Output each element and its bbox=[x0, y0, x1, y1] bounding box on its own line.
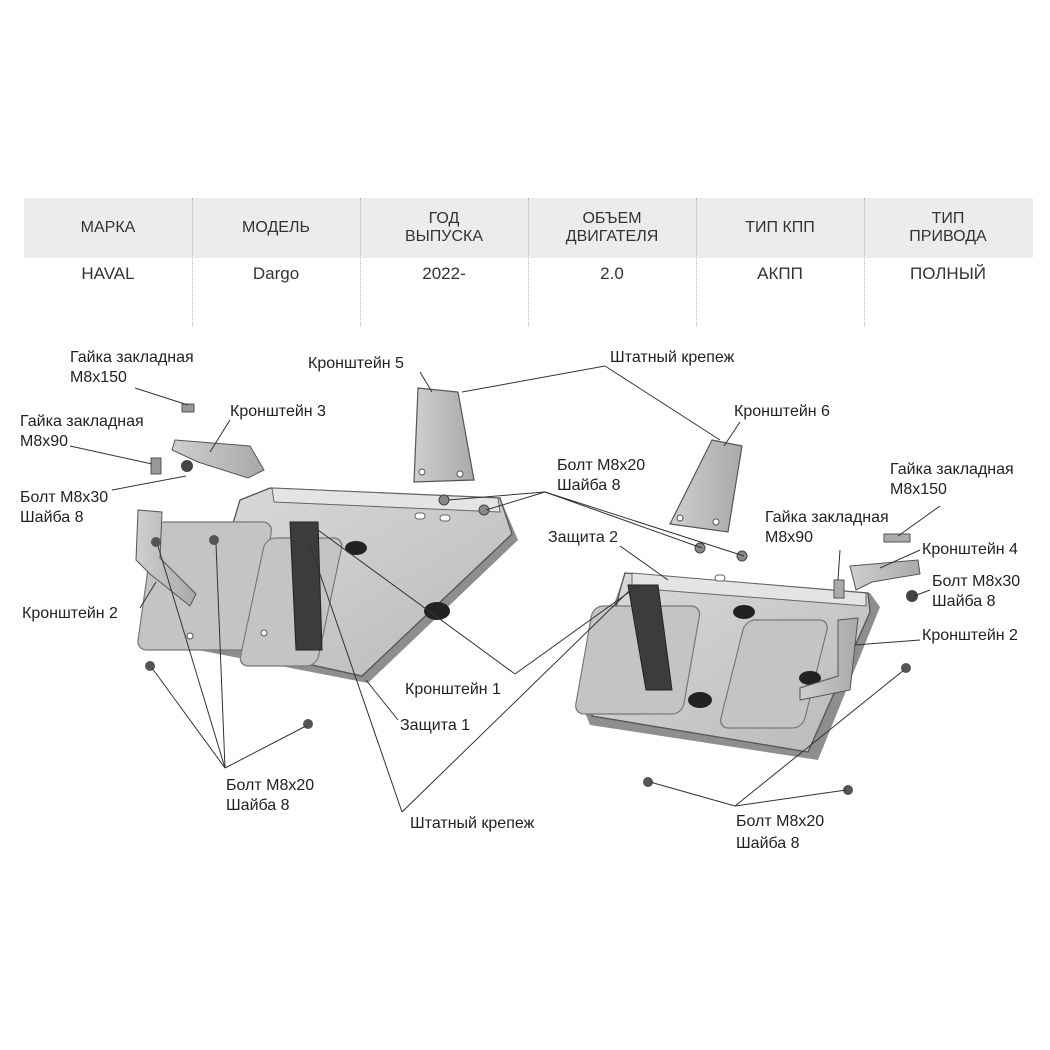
label-gaika-m8x90-left-line1: Гайка закладная bbox=[20, 413, 144, 430]
bracket-5 bbox=[413, 387, 475, 483]
label-gaika-m8x150-left-line1: Гайка закладная bbox=[70, 349, 194, 366]
guard-1 bbox=[137, 487, 518, 683]
callouts: Гайка закладная M8x150 Гайка закладная M… bbox=[20, 349, 1020, 852]
guard-2 bbox=[575, 572, 880, 760]
spec-value-model: Dargo bbox=[252, 264, 300, 283]
label-kronshtein-1: Кронштейн 1 bbox=[405, 681, 501, 698]
label-bolt-m8x30-right-line1: Болт M8x30 bbox=[932, 573, 1020, 590]
label-kronshtein-5: Кронштейн 5 bbox=[308, 355, 404, 372]
spec-value-gearbox: АКПП bbox=[757, 264, 803, 283]
label-shtatny-krepezh-bottom: Штатный крепеж bbox=[410, 815, 535, 832]
spec-value-drive: ПОЛНЫЙ bbox=[910, 264, 986, 283]
bracket-3 bbox=[171, 439, 265, 479]
label-bolt-m8x20-right-line2: Шайба 8 bbox=[736, 835, 800, 852]
label-shtatny-krepezh-top: Штатный крепеж bbox=[610, 349, 735, 366]
label-kronshtein-6: Кронштейн 6 bbox=[734, 403, 830, 420]
bolt-m8x20-center bbox=[478, 504, 490, 516]
nut-m8x150-right bbox=[883, 533, 911, 543]
label-gaika-m8x150-left-line2: M8x150 bbox=[70, 369, 127, 386]
leader-lines bbox=[69, 365, 941, 813]
bolt-m8x20-left bbox=[209, 535, 219, 545]
label-gaika-m8x90-left-line2: M8x90 bbox=[20, 433, 68, 450]
spec-header-gearbox: ТИП КПП bbox=[745, 219, 815, 236]
bracket-2-left bbox=[135, 509, 197, 607]
bolt-m8x30-left bbox=[181, 460, 193, 472]
spec-table: МАРКА HAVAL МОДЕЛЬ Dargo ГОД ВЫПУСКА 202… bbox=[24, 198, 1033, 326]
nut-m8x150-left bbox=[181, 403, 195, 413]
label-bolt-m8x30-left-line1: Болт M8x30 bbox=[20, 489, 108, 506]
spec-value-brand: HAVAL bbox=[81, 264, 135, 283]
label-kronshtein-2-left: Кронштейн 2 bbox=[22, 605, 118, 622]
spec-divider bbox=[192, 198, 193, 326]
bracket-1-left bbox=[289, 521, 323, 651]
label-zashita-1: Защита 1 bbox=[400, 717, 470, 734]
nut-m8x90-right bbox=[833, 579, 845, 599]
bolt-m8x20-center bbox=[438, 494, 450, 506]
spec-divider bbox=[528, 198, 529, 326]
bolt-m8x20-right bbox=[843, 785, 853, 795]
bolt-m8x20-center bbox=[694, 542, 706, 554]
label-bolt-m8x30-right-line2: Шайба 8 bbox=[932, 593, 996, 610]
spec-value-year: 2022- bbox=[422, 264, 466, 283]
spec-col-brand: МАРКА HAVAL bbox=[24, 198, 192, 326]
spec-header-engine: ОБЪЕМ ДВИГАТЕЛЯ bbox=[565, 210, 659, 245]
spec-header-drive: ТИП ПРИВОДА bbox=[909, 210, 987, 245]
bolt-m8x20-left bbox=[151, 537, 161, 547]
label-gaika-m8x150-right-line1: Гайка закладная bbox=[890, 461, 1014, 478]
label-bolt-m8x30-left-line2: Шайба 8 bbox=[20, 509, 84, 526]
bolt-m8x20-right bbox=[643, 777, 653, 787]
label-zashita-2: Защита 2 bbox=[548, 529, 618, 546]
label-gaika-m8x150-right-line2: M8x150 bbox=[890, 481, 947, 498]
label-bolt-m8x20-left-line1: Болт M8x20 bbox=[226, 777, 314, 794]
label-bolt-m8x20-right-line1: Болт M8x20 bbox=[736, 813, 824, 830]
label-bolt-m8x20-left-line2: Шайба 8 bbox=[226, 797, 290, 814]
spec-col-year: ГОД ВЫПУСКА 2022- bbox=[360, 198, 528, 326]
spec-col-engine: ОБЪЕМ ДВИГАТЕЛЯ 2.0 bbox=[528, 198, 696, 326]
bolt-m8x20-left bbox=[303, 719, 313, 729]
spec-header-brand: МАРКА bbox=[80, 219, 136, 236]
spec-divider bbox=[360, 198, 361, 326]
label-gaika-m8x90-right-line2: M8x90 bbox=[765, 529, 813, 546]
label-kronshtein-3: Кронштейн 3 bbox=[230, 403, 326, 420]
spec-col-model: МОДЕЛЬ Dargo bbox=[192, 198, 360, 326]
label-bolt-m8x20-center-line1: Болт M8x20 bbox=[557, 457, 645, 474]
spec-header-model: МОДЕЛЬ bbox=[242, 219, 310, 236]
bolt-m8x30-right bbox=[906, 590, 918, 602]
spec-value-engine: 2.0 bbox=[600, 264, 624, 283]
spec-header-year: ГОД ВЫПУСКА bbox=[404, 210, 484, 245]
bolt-m8x20-center bbox=[736, 550, 748, 562]
label-gaika-m8x90-right-line1: Гайка закладная bbox=[765, 509, 889, 526]
bracket-2-right bbox=[799, 617, 859, 701]
bracket-6 bbox=[669, 439, 743, 533]
nut-m8x90-left bbox=[150, 457, 162, 475]
label-bolt-m8x20-center-line2: Шайба 8 bbox=[557, 477, 621, 494]
spec-divider bbox=[864, 198, 865, 326]
bracket-4 bbox=[849, 559, 921, 591]
spec-divider bbox=[696, 198, 697, 326]
bracket-1-right bbox=[627, 584, 673, 691]
spec-col-gearbox: ТИП КПП АКПП bbox=[696, 198, 864, 326]
label-kronshtein-2-right: Кронштейн 2 bbox=[922, 627, 1018, 644]
label-kronshtein-4: Кронштейн 4 bbox=[922, 541, 1018, 558]
spec-col-drive: ТИП ПРИВОДА ПОЛНЫЙ bbox=[864, 198, 1032, 326]
